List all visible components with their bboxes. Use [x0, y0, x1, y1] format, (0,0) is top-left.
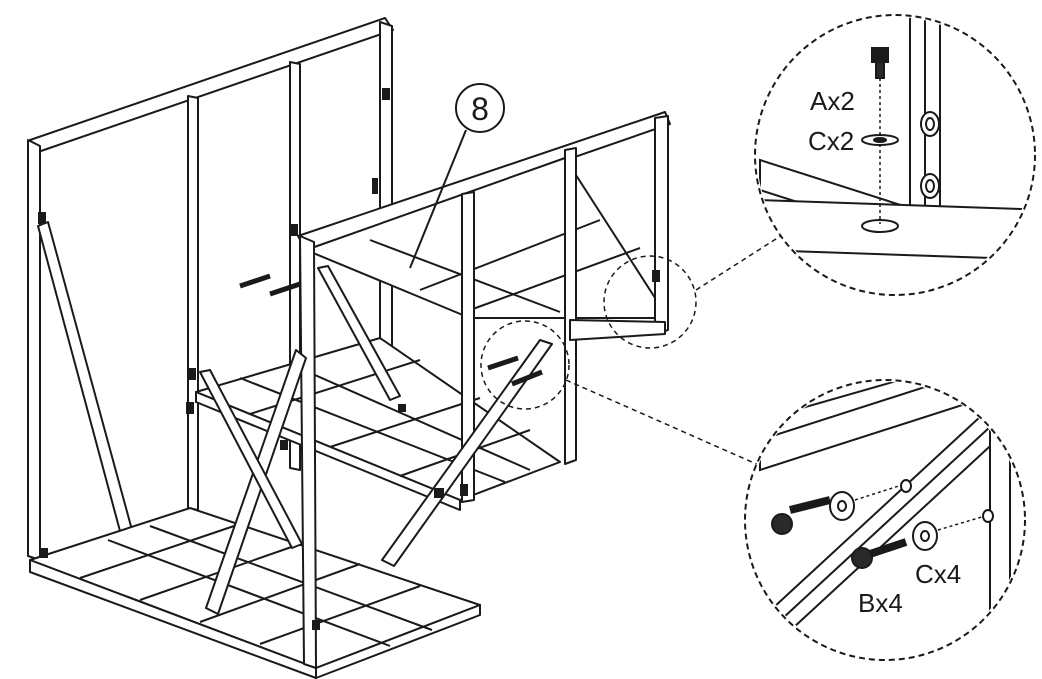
detail-top-label-a: Ax2 — [810, 86, 855, 116]
fastener-markers — [38, 88, 660, 630]
detail-circle-upper-marker — [603, 229, 791, 349]
detail-top-label-c: Cx2 — [808, 126, 854, 156]
detail-bottom-label-c: Cx4 — [915, 559, 961, 589]
base-frame — [29, 507, 481, 679]
detail-bottom-label-b: Bx4 — [858, 588, 903, 618]
detail-circle-lower-marker — [480, 320, 771, 471]
detail-view-bottom: Cx4 Bx4 — [744, 379, 1026, 661]
fastener-screws — [239, 130, 543, 387]
rear-frame — [27, 17, 394, 599]
front-frame — [199, 111, 671, 669]
callout-part-number: 8 — [409, 83, 505, 269]
part-number-label: 8 — [471, 91, 489, 127]
detail-view-top: Ax2 Cx2 — [754, 14, 1036, 296]
